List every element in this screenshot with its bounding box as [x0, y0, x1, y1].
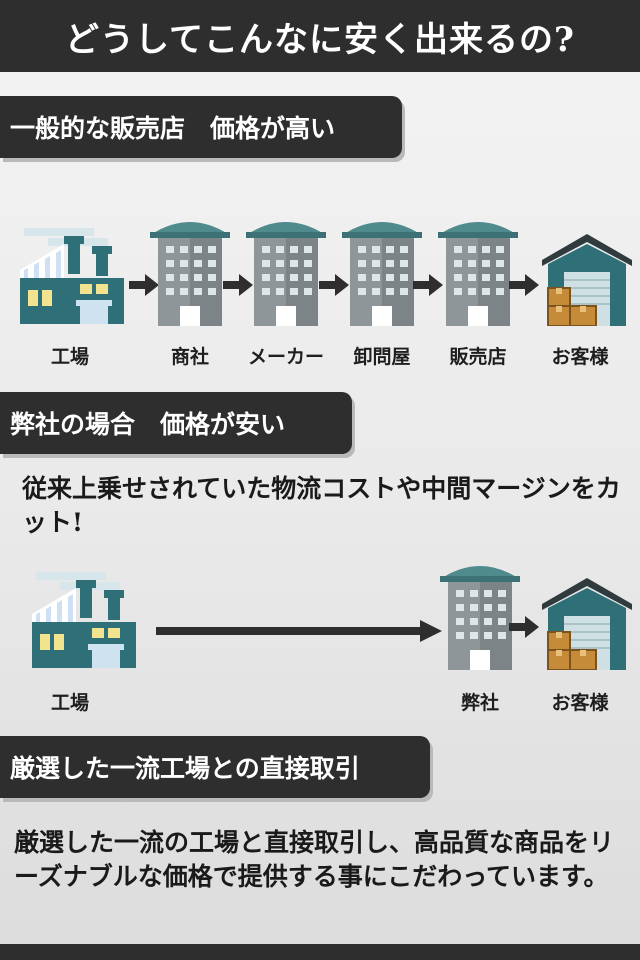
- flow-label-retailer: 販売店: [449, 346, 507, 368]
- section-direct-description: 厳選した一流の工場と直接取引し、高品質な商品をリーズナブルな価格で提供する事にこ…: [14, 828, 615, 891]
- flow-label-our-company: 弊社: [460, 692, 499, 714]
- warehouse-icon: [542, 230, 632, 326]
- warehouse-icon: [542, 574, 632, 670]
- flow-label-trading-company: 商社: [170, 346, 209, 368]
- arrow-right-icon: [420, 620, 442, 642]
- long-arrow-shaft: [156, 627, 426, 635]
- factory-icon: [26, 558, 138, 670]
- section-direct-title: 厳選した一流工場との直接取引: [0, 736, 430, 798]
- building-icon: [438, 214, 518, 326]
- arrow-right-icon: [508, 616, 540, 638]
- section-ours-title: 弊社の場合 価格が安い: [0, 392, 352, 454]
- flow-label-manufacturer: メーカー: [247, 346, 324, 368]
- flow-label-wholesaler: 卸問屋: [353, 346, 411, 368]
- section-ours-description: 従来上乗せされていた物流コストや中間マージンをカット!: [22, 474, 621, 537]
- arrow-right-icon: [508, 274, 540, 296]
- building-icon: [342, 214, 422, 326]
- building-icon: [440, 558, 520, 670]
- bottom-bar: [0, 944, 640, 960]
- flow-label-customer: お客様: [551, 346, 609, 368]
- building-icon: [246, 214, 326, 326]
- page-title: どうしてこんなに安く出来るの?: [0, 0, 640, 72]
- building-icon: [150, 214, 230, 326]
- flow-label-factory: 工場: [50, 346, 89, 368]
- flow-label-factory: 工場: [50, 692, 89, 714]
- flow-label-customer: お客様: [551, 692, 609, 714]
- section-general-title: 一般的な販売店 価格が高い: [0, 96, 402, 158]
- factory-icon: [14, 214, 126, 326]
